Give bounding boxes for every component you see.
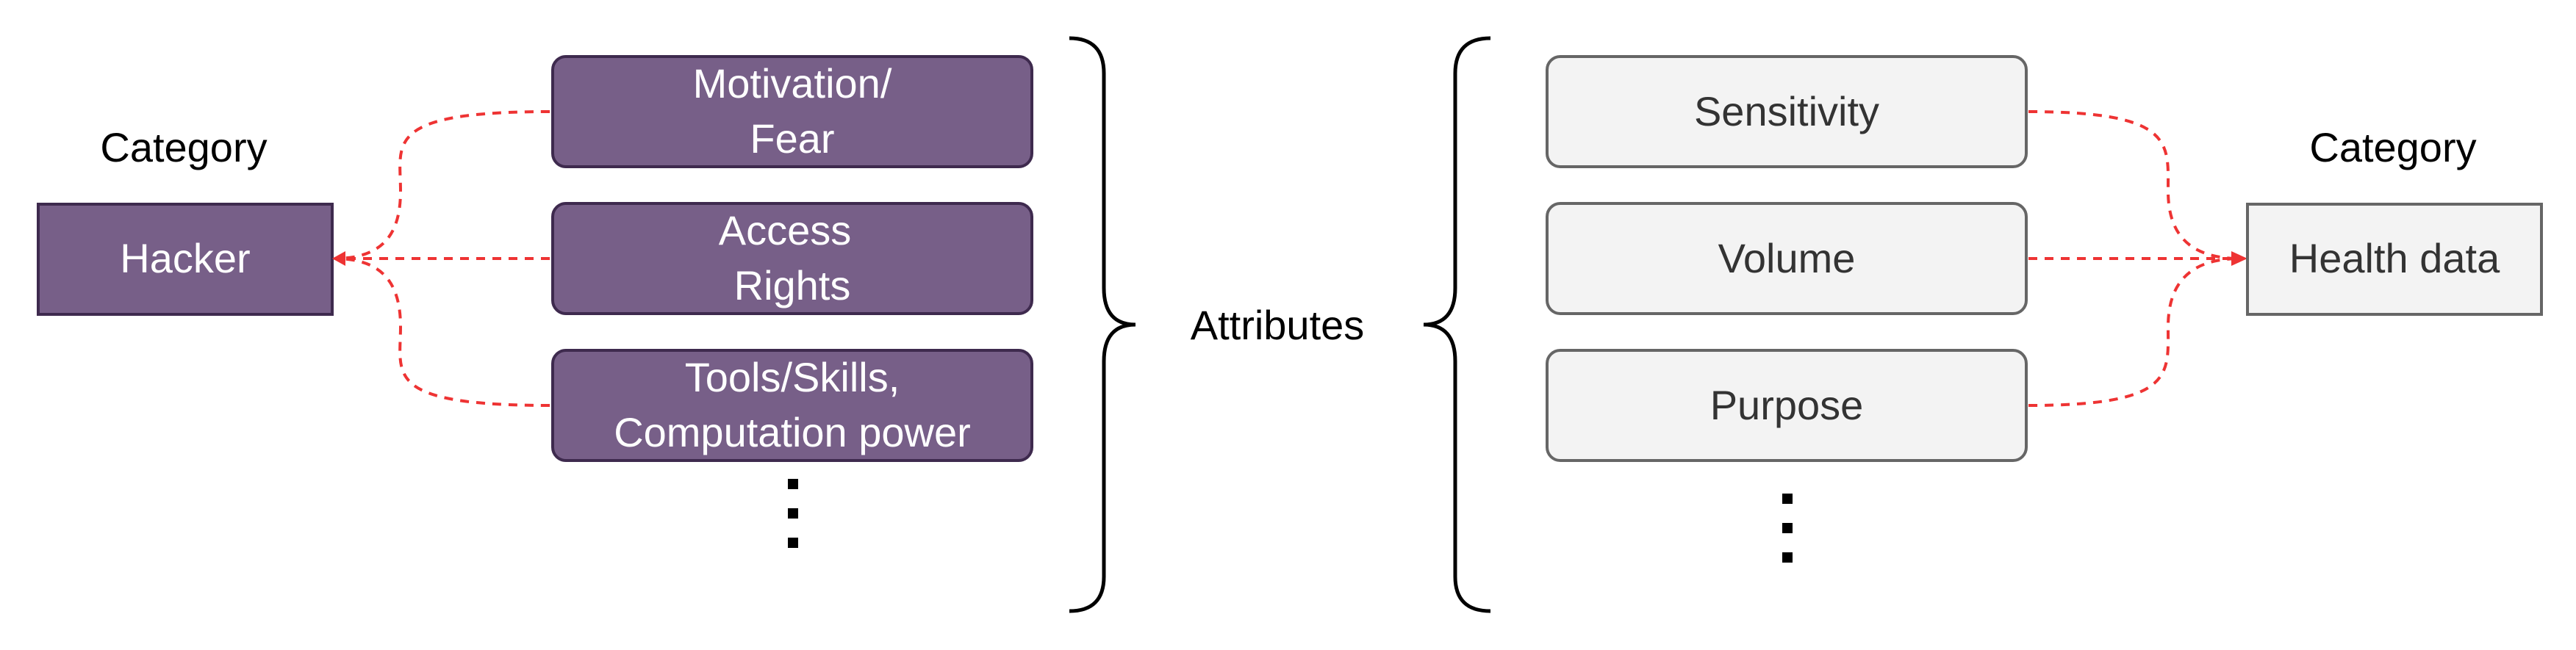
hacker-node: Hacker [37,203,334,316]
attribute-tools: Tools/Skills, Computation power [551,349,1033,462]
hacker-arrowhead [332,251,345,266]
left-brace [1069,36,1136,613]
attribute-volume-label: Volume [1718,235,1856,281]
right-category-label: Category [2309,124,2476,170]
attribute-purpose-label: Purpose [1710,382,1864,428]
health-data-label: Health data [2289,235,2500,281]
attribute-tools-line2: Computation power [614,409,971,455]
connector-purpose-health [2028,257,2241,407]
attribute-motivation-line2: Fear [750,115,834,162]
attribute-motivation-line1: Motivation/ [693,60,892,106]
hacker-label: Hacker [120,235,250,281]
right-ellipsis [1782,494,1793,563]
connector-sensitivity-health [2028,110,2241,260]
connector-hacker-tools [334,257,550,407]
connector-hacker-motivation [334,110,550,260]
attribute-access: Access Rights [551,202,1033,315]
right-brace [1423,36,1491,613]
health-data-node: Health data [2246,203,2543,316]
attribute-purpose: Purpose [1546,349,2028,462]
attribute-sensitivity: Sensitivity [1546,55,2028,168]
left-category-label: Category [100,124,267,170]
attribute-volume: Volume [1546,202,2028,315]
health-arrowhead [2231,251,2247,266]
left-connectors [334,110,550,407]
attributes-label: Attributes [1191,302,1365,348]
left-ellipsis [788,479,798,548]
attribute-tools-line1: Tools/Skills, [685,354,900,400]
attribute-access-line1: Access [719,207,852,253]
attribute-access-line2: Rights [734,262,851,308]
right-connectors [2028,110,2241,407]
attribute-sensitivity-label: Sensitivity [1694,88,1879,134]
attribute-motivation: Motivation/ Fear [551,55,1033,168]
